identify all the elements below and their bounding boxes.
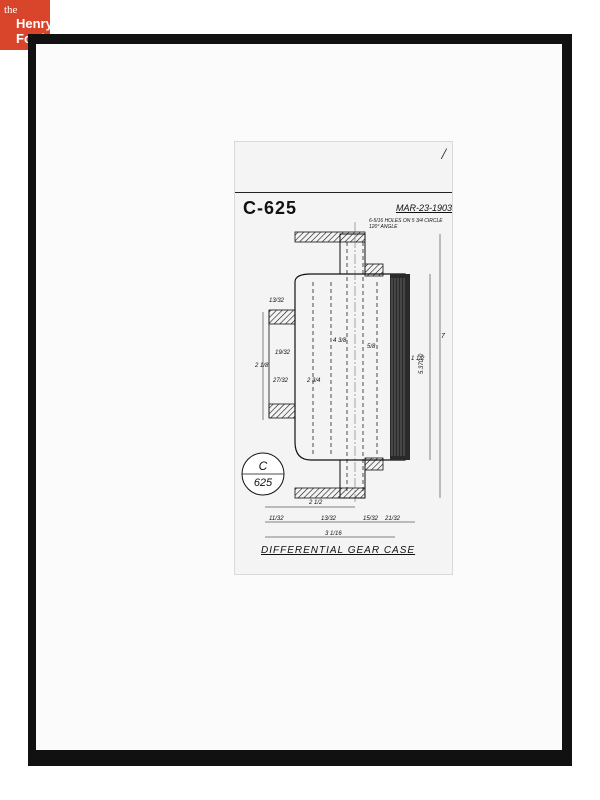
dim-label: 27/32: [272, 378, 289, 384]
dim-label: 2 3/4: [306, 378, 321, 384]
drawing-title: DIFFERENTIAL GEAR CASE: [261, 545, 416, 556]
henry-ford-logo: the Henry Ford: [0, 0, 53, 50]
drawing-header-band: [235, 142, 452, 193]
left-boss-lower: [268, 403, 296, 419]
dim-label: 2 1/8: [254, 363, 269, 369]
logo-text-line1: the: [4, 4, 18, 16]
drawing-note-line2: 120° ANGLE: [369, 224, 398, 230]
rim-fins: [391, 278, 405, 456]
logo-text-line2: Henry: [16, 16, 53, 31]
case-body-outline: [294, 273, 406, 461]
dimension-lines: [262, 234, 441, 538]
dim-label: 21/32: [384, 516, 401, 522]
dim-label: 2 1/2: [308, 500, 323, 506]
stamp-letter: C: [259, 459, 268, 473]
dim-label: 5/8: [367, 344, 376, 350]
left-boss: [268, 309, 296, 325]
gear-case-section-svg: C 625 13/32 27/32 2 1/8 19/32 4 3/8 2 3/…: [241, 222, 446, 538]
dim-label: 13/32: [321, 516, 337, 522]
dim-label: 13/32: [269, 298, 285, 304]
sheet-mark: /: [441, 146, 446, 163]
drawing-number: C-625: [243, 198, 298, 218]
dim-label: 3 1/16: [325, 531, 342, 537]
dim-label: 5.370-0: [419, 353, 425, 374]
dim-label: 7: [441, 333, 446, 340]
dim-label: 19/32: [275, 350, 291, 356]
hidden-lines: [312, 242, 378, 492]
top-hub-collar: [364, 263, 384, 277]
technical-drawing: / C-625 MAR-23-1903 6-5/16 HOLES ON 5 3/…: [234, 141, 453, 575]
drawing-date: MAR-23-1903: [395, 203, 452, 213]
dim-label: 15/32: [363, 516, 379, 522]
dim-label: 4 3/8: [333, 338, 347, 344]
dim-label: 11/32: [269, 516, 284, 522]
bottom-flange: [294, 487, 366, 499]
drawing-note: 6-5/16 HOLES ON 5 3/4 CIRCLE 120° ANGLE: [369, 218, 443, 230]
stamp-number: 625: [254, 477, 273, 489]
drawing-note-line1: 6-5/16 HOLES ON 5 3/4 CIRCLE: [369, 218, 443, 224]
right-rim: [390, 274, 410, 460]
dim-label: 1 1/2: [411, 356, 425, 362]
bottom-hub-collar: [364, 457, 384, 471]
